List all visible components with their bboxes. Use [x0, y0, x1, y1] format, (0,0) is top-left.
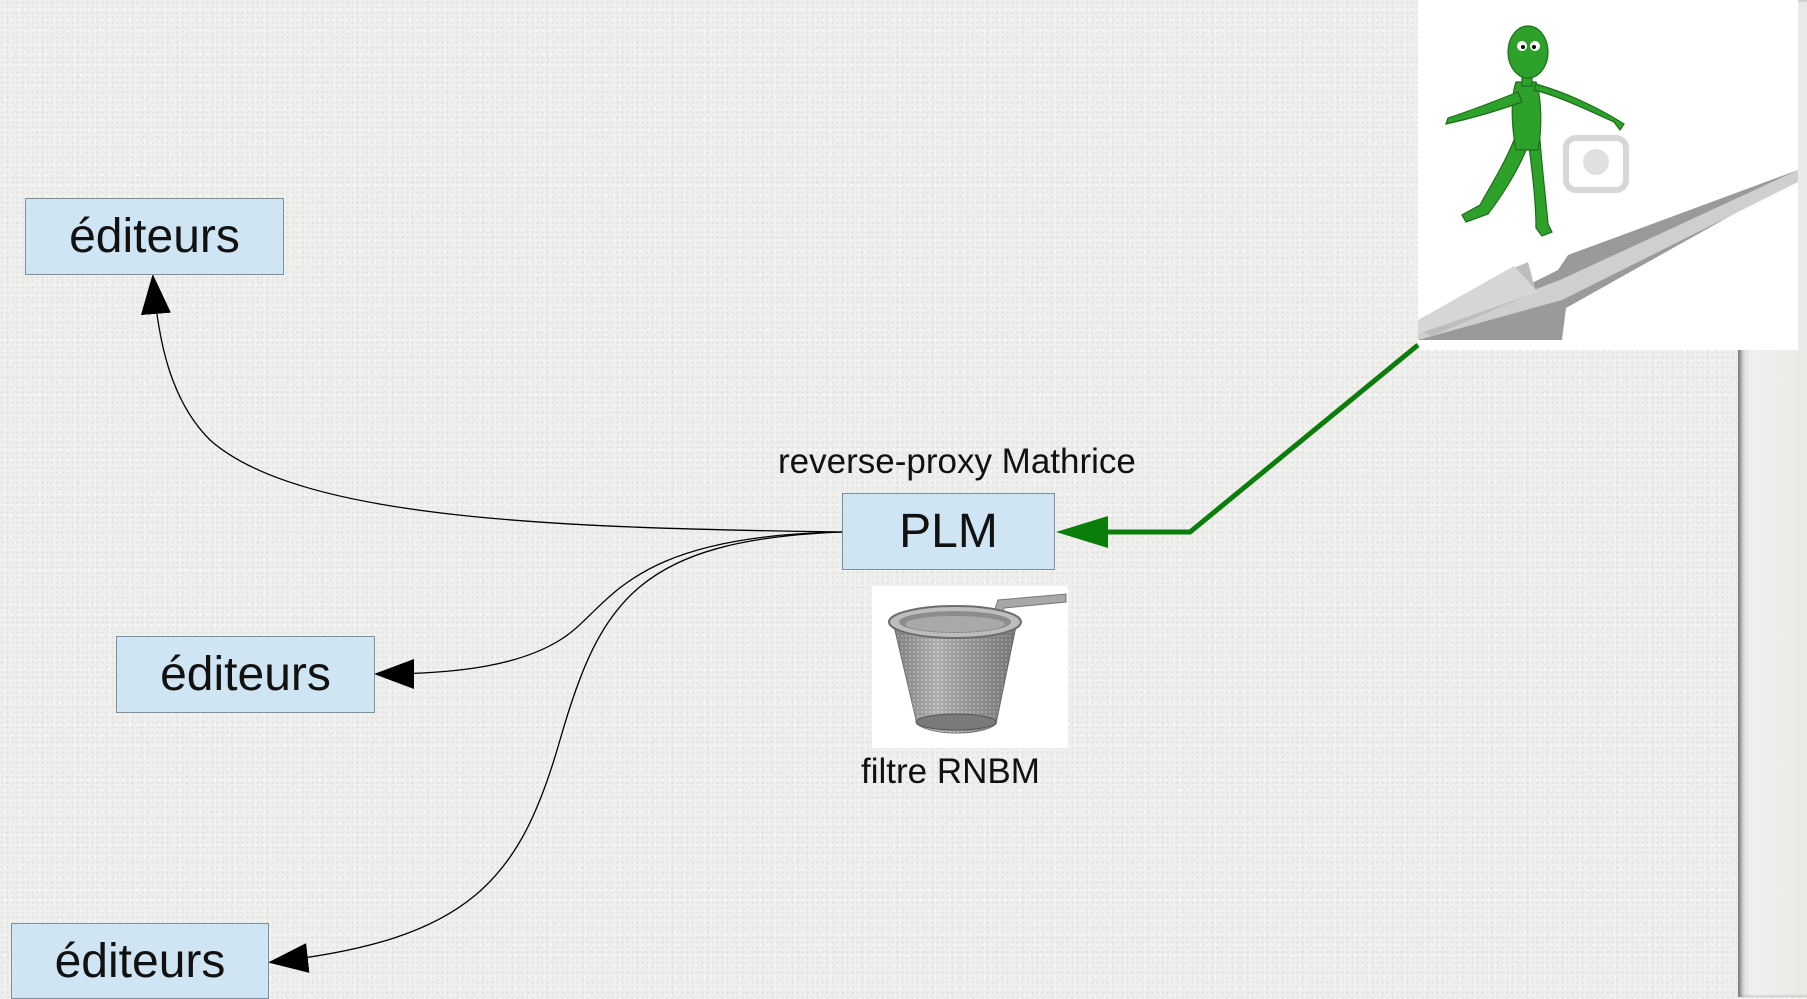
plm-box: PLM	[842, 493, 1055, 570]
editeurs-box-top: éditeurs	[25, 198, 284, 275]
walker-photo	[1418, 0, 1798, 350]
connector-plm-to-editeurs-top	[140, 274, 843, 533]
editeurs-box-middle: éditeurs	[116, 636, 375, 713]
green-figure-walking-on-arrow-icon	[1418, 25, 1798, 340]
filter-label: filtre RNBM	[861, 752, 1040, 791]
tea-strainer-icon	[888, 593, 1067, 734]
connector-plm-to-editeurs-bottom	[268, 531, 843, 973]
editeurs-box-bottom: éditeurs	[11, 923, 269, 999]
connector-plm-to-editeurs-middle	[374, 531, 843, 689]
reverse-proxy-label: reverse-proxy Mathrice	[778, 442, 1136, 481]
green-arrow-line	[1105, 343, 1420, 535]
green-arrow-head	[1056, 516, 1108, 548]
filter-photo	[872, 586, 1068, 748]
